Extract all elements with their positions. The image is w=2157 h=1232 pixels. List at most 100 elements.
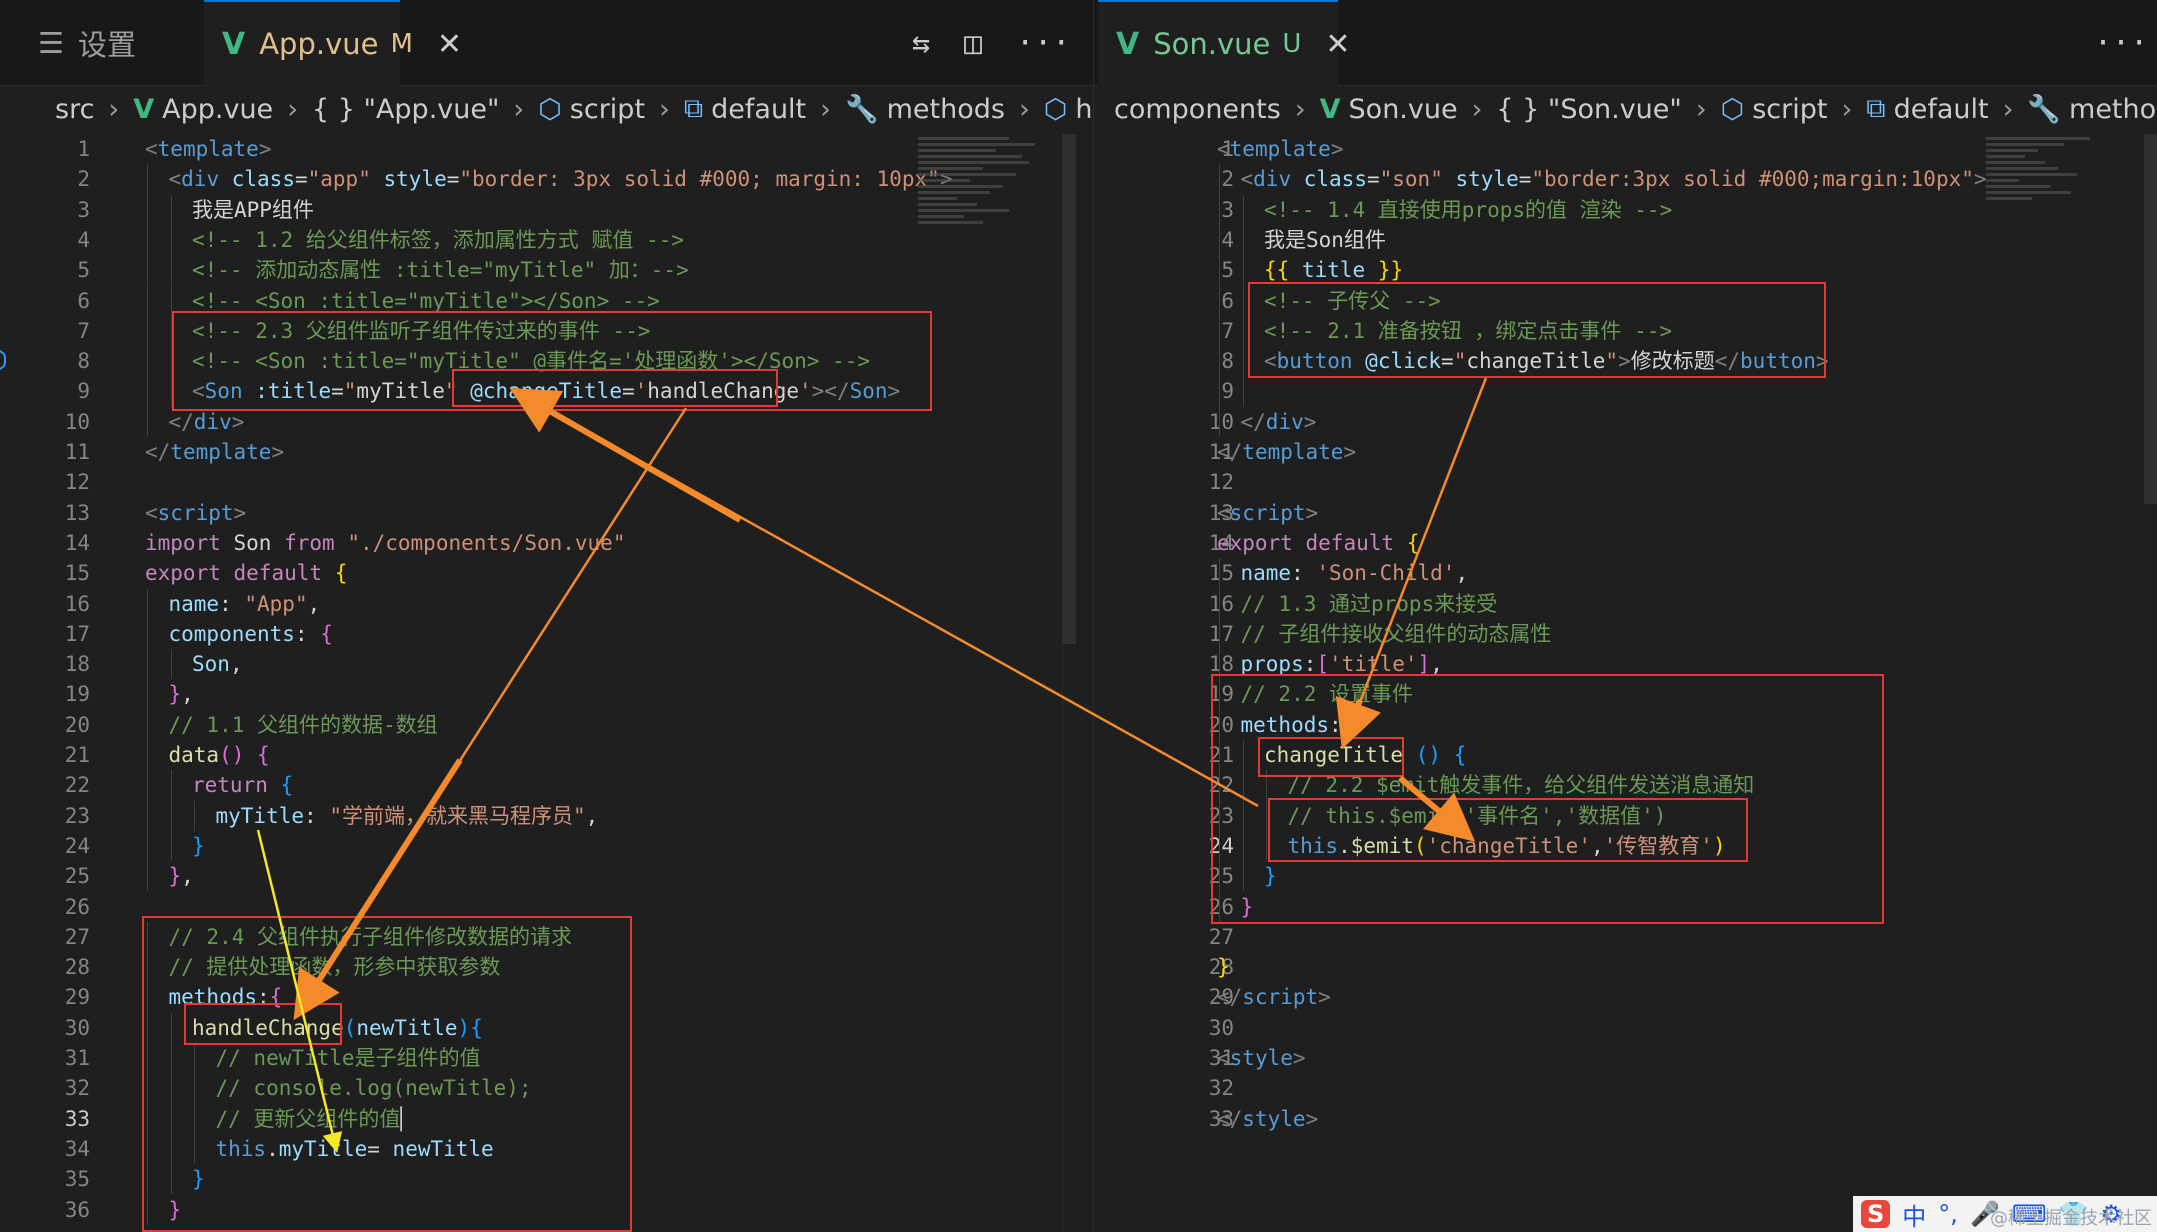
code-text: } (168, 1197, 182, 1222)
line-number: 12 (64, 470, 90, 495)
editor-actions-left: ⇆ ◫ ··· (912, 0, 1070, 86)
highlight-button (1248, 282, 1826, 378)
line-number: 27 (64, 924, 90, 949)
indent-guide (170, 315, 172, 347)
split-editor-icon[interactable]: ◫ (964, 25, 983, 61)
more-actions-icon[interactable]: ··· (2094, 25, 2149, 61)
breadcrumb-item[interactable]: { } "Son.vue" (1496, 93, 1682, 125)
indent-guide (1219, 618, 1220, 650)
indent-guide (1242, 224, 1244, 256)
compare-changes-icon[interactable]: ⇆ (912, 25, 931, 61)
line-number: 31 (64, 1046, 90, 1070)
line-number: 2 (1221, 167, 1234, 192)
cube-icon: ⬡ (538, 93, 562, 125)
breadcrumb-item[interactable]: methods (2069, 93, 2157, 125)
ime-toolbar[interactable]: S 中 °, 🎤 ⌨ 👕 ⚙ (1853, 1196, 2157, 1232)
breadcrumb-item[interactable]: methods (886, 93, 1005, 125)
breadcrumb-item[interactable]: App.vue (162, 93, 274, 125)
close-icon[interactable]: ✕ (1325, 26, 1351, 62)
keyboard-icon[interactable]: ⌨ (2011, 1200, 2047, 1228)
indent-guide (147, 1073, 148, 1104)
vue-icon: V (222, 26, 246, 62)
breadcrumb-item[interactable]: { } "App.vue" (312, 93, 500, 125)
indent-guide (1242, 285, 1244, 316)
line-number: 16 (64, 591, 90, 616)
indent-guide (147, 1103, 148, 1134)
breadcrumb-item[interactable]: script (569, 93, 646, 125)
code-text: }, (168, 682, 194, 707)
line-number: 29 (1208, 985, 1234, 1010)
line-number: 15 (1208, 561, 1234, 586)
breadcrumb-item[interactable]: src (55, 93, 95, 125)
indent-guide (147, 709, 148, 740)
indent-guide (147, 618, 148, 650)
indent-guide (170, 255, 172, 286)
line-number: 18 (64, 652, 90, 677)
code-text: <!-- <Son :title="myTitle"></Son> --> (192, 288, 660, 313)
minimap[interactable] (918, 134, 1048, 304)
line-number: 34 (64, 1136, 90, 1161)
ime-punctuation[interactable]: °, (1938, 1200, 1958, 1228)
line-number: 10 (1208, 409, 1234, 434)
line-number: 21 (64, 743, 90, 767)
indent-guide (170, 830, 172, 862)
code-text: Son, (192, 652, 243, 677)
more-actions-icon[interactable]: ··· (1016, 25, 1071, 61)
indent-guide (1242, 376, 1244, 407)
breadcrumb-item[interactable]: script (1752, 93, 1828, 125)
chevron-right-icon: › (1018, 93, 1030, 125)
chevron-right-icon: › (820, 93, 831, 125)
code-text: return { (192, 773, 294, 798)
breadcrumb-item[interactable]: components (1114, 93, 1281, 125)
indent-guide (170, 346, 172, 377)
tab-app-vue[interactable]: V App.vue M ✕ (204, 0, 462, 86)
indent-guide (1266, 830, 1267, 862)
watermark: @稀土掘金技术社区 (1990, 1208, 2152, 1229)
module-icon: ⧉ (683, 93, 704, 124)
line-number: 11 (64, 440, 90, 464)
indent-guide (194, 1043, 195, 1074)
line-number: 30 (1208, 1015, 1234, 1040)
indent-guide (170, 1133, 172, 1165)
vertical-scrollbar[interactable] (2144, 134, 2157, 504)
line-number: 3 (77, 197, 90, 222)
code-text: </div> (168, 409, 245, 434)
line-number: 1 (1221, 137, 1234, 161)
chevron-right-icon: › (1841, 93, 1853, 125)
code-text: export default { (1217, 530, 1420, 555)
ime-mode[interactable]: 中 (1902, 1202, 1927, 1231)
chevron-right-icon: › (2002, 93, 2014, 125)
tab-settings[interactable]: ☰ 设置 (38, 26, 137, 62)
tab-son-vue[interactable]: V Son.vue U ✕ (1098, 0, 1351, 86)
line-number: 9 (1221, 379, 1234, 404)
line-number: 17 (1208, 621, 1234, 646)
skin-icon[interactable]: 👕 (2058, 1200, 2089, 1228)
indent-guide (194, 800, 195, 831)
line-number: 15 (64, 561, 90, 586)
settings-icon[interactable]: ⚙ (2100, 1200, 2122, 1228)
code-text: {{ title }} (1264, 258, 1404, 283)
breadcrumb-item[interactable]: hanc (1075, 93, 1093, 125)
line-number: 8 (1221, 349, 1234, 374)
close-icon[interactable]: ✕ (436, 26, 463, 62)
code-text: // 子组件接收父组件的动态属性 (1240, 621, 1552, 646)
indent-guide (147, 800, 148, 831)
line-number: 5 (1221, 258, 1234, 283)
breadcrumb-item[interactable]: default (1893, 93, 1989, 125)
microphone-icon[interactable]: 🎤 (1969, 1200, 2000, 1228)
line-number: 7 (77, 318, 90, 343)
line-number: 31 (1208, 1046, 1234, 1070)
line-number: 16 (1208, 591, 1234, 616)
indent-guide (147, 1043, 148, 1074)
breadcrumb-item[interactable]: default (711, 93, 807, 125)
wrench-icon: 🔧 (844, 94, 879, 125)
indent-guide (170, 1073, 172, 1104)
line-number: 7 (1221, 318, 1234, 343)
breadcrumb-item[interactable]: Son.vue (1348, 93, 1458, 125)
code-text: export default { (145, 561, 348, 586)
indent-guide (147, 255, 148, 286)
indent-guide (1242, 255, 1244, 286)
indent-guide (147, 346, 148, 377)
minimap[interactable] (1986, 134, 2116, 304)
